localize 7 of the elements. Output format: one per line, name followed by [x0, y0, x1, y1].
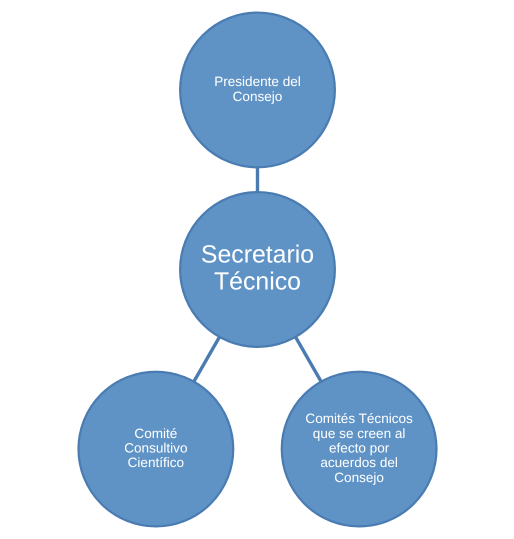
- connector: [255, 168, 259, 192]
- connector: [192, 336, 220, 382]
- node-circle: Presidente del Consejo: [178, 11, 336, 168]
- node-circle: Comités Técnicos que se creen al efecto por acuerdos del Consejo: [280, 370, 438, 528]
- node-circle: Secretario Técnico: [178, 191, 336, 348]
- node-circle: Comité Consultivo Científico: [76, 370, 234, 528]
- connector: [294, 336, 322, 382]
